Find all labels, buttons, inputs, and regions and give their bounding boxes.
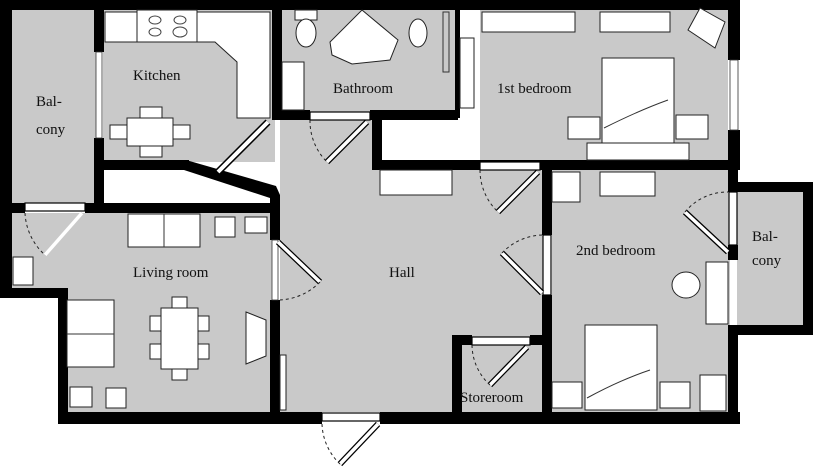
bathroom-label: Bathroom [333, 81, 393, 97]
dresser-2 [599, 11, 671, 33]
small-chair [105, 387, 127, 409]
living-room-label: Living room [133, 265, 209, 281]
nightstand-1a [567, 116, 601, 140]
nightstand-2a [551, 381, 583, 409]
wardrobe [459, 37, 475, 109]
walls [0, 0, 813, 424]
side-chair [214, 216, 236, 238]
storeroom-label: Storeroom [460, 390, 524, 406]
closet-box [380, 120, 460, 160]
corner-bathtub [329, 9, 399, 65]
room-labels: Bal- cony Kitchen Bathroom 1st bedroom L… [36, 68, 782, 406]
window-bedroom1-right [729, 59, 739, 131]
bath-sink [408, 18, 428, 48]
dining-table [160, 307, 199, 370]
armchair-1 [687, 7, 726, 49]
doors [24, 111, 738, 467]
desk [705, 261, 729, 325]
first-bedroom-label: 1st bedroom [497, 81, 572, 97]
balcony-right-floor [737, 190, 805, 325]
bed-1 [601, 57, 675, 144]
side-cabinet [244, 216, 268, 234]
nightstand-1b [675, 114, 709, 140]
balcony-left-floor [10, 10, 96, 205]
balcony-right-label-line2: cony [752, 253, 782, 269]
kitchen-label: Kitchen [133, 68, 181, 84]
hall-radiator [279, 354, 287, 411]
kitchen-table [126, 117, 174, 147]
tv-stand [245, 311, 267, 365]
nightstand-2b [659, 381, 691, 409]
desk-chair [671, 271, 701, 299]
bed-2 [584, 324, 658, 411]
balcony-right-label-line1: Bal- [752, 229, 778, 245]
dresser-1 [481, 11, 576, 33]
small-cabinet [69, 386, 93, 408]
second-bedroom-label: 2nd bedroom [576, 243, 656, 259]
living-cabinet-left [12, 256, 34, 286]
window-hall-left [271, 239, 279, 301]
hall-shoe-cabinet [379, 169, 453, 196]
hall-label: Hall [389, 265, 415, 281]
balcony-left-label-line1: Bal- [36, 94, 62, 110]
bath-vanity [281, 61, 305, 111]
stove [136, 9, 198, 43]
windows [95, 51, 739, 301]
window-kitchen-balcony [95, 51, 103, 139]
balcony-left-label-line2: cony [36, 122, 66, 138]
toilet-bowl [295, 18, 317, 48]
furniture [12, 7, 729, 412]
storeroom-floor [460, 345, 542, 412]
kitchen-upper-cabinet [104, 11, 138, 43]
corridor-strip [104, 170, 265, 198]
bedroom2-cabinet [551, 171, 581, 203]
bedroom2-dresser [599, 171, 656, 197]
bedroom2-small-cabinet [699, 374, 727, 412]
